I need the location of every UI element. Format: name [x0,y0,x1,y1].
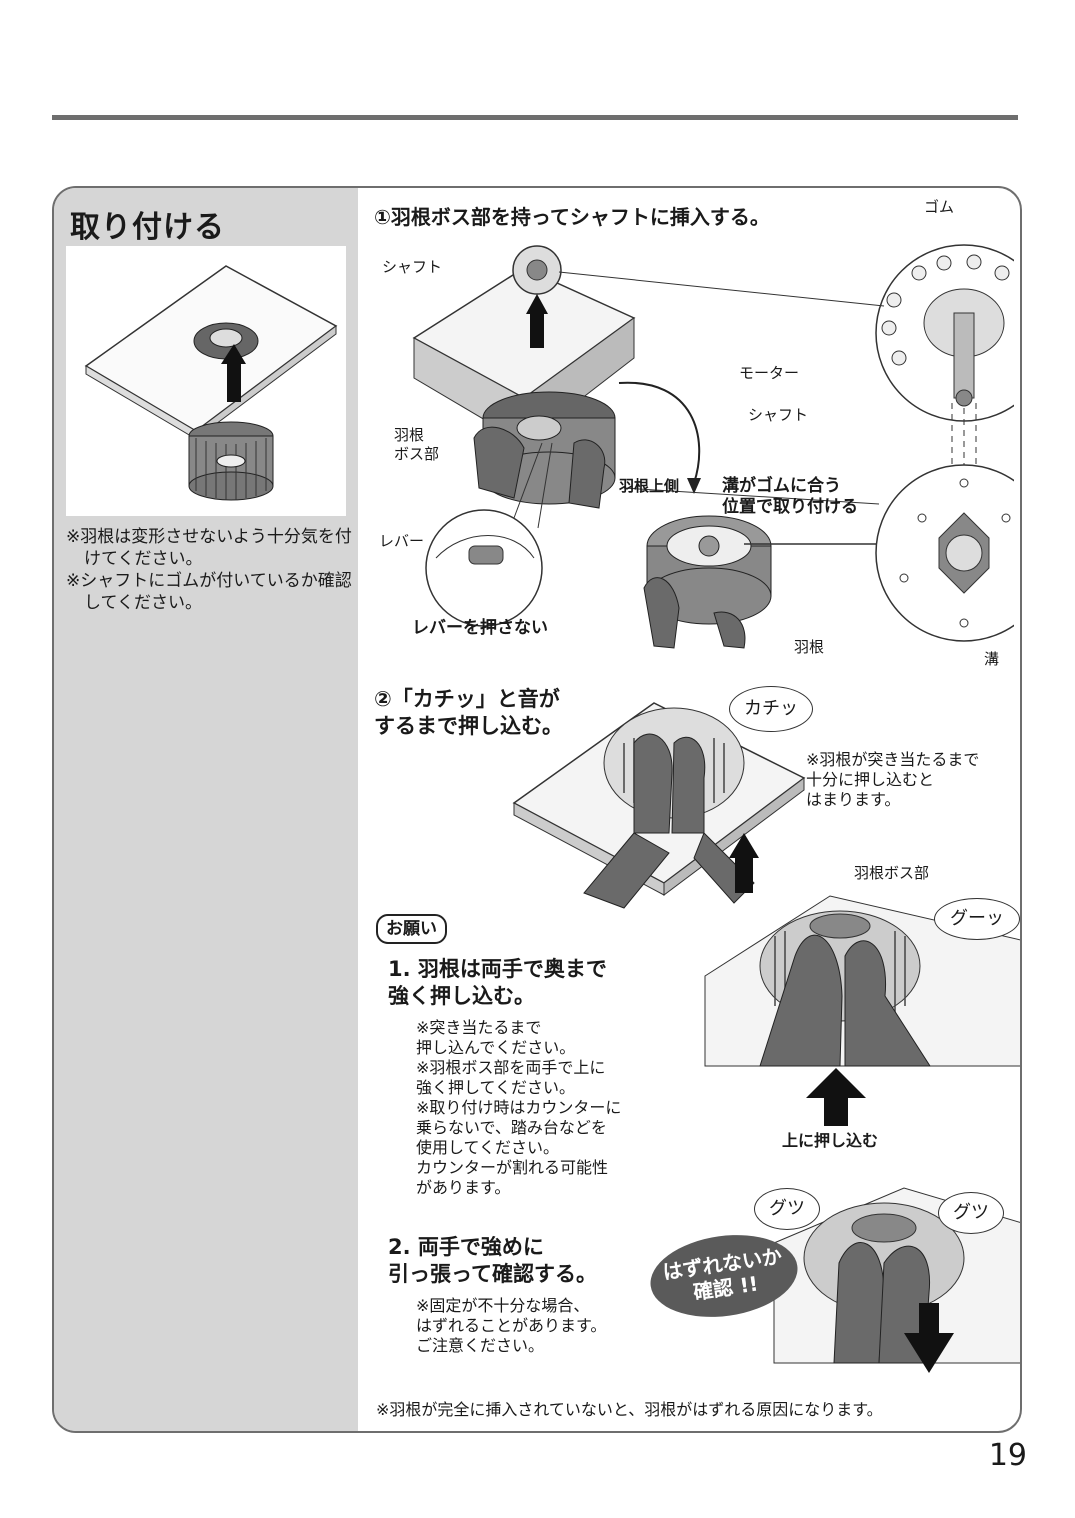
label-boss: 羽根 ボス部 [394,426,440,463]
footer-note: ※羽根が完全に挿入されていないと、羽根がはずれる原因になります。 [376,1400,883,1419]
label-shaft-right: シャフト [748,406,809,424]
section-title: 取り付ける [70,210,225,245]
label-upper-side: 羽根上側 [619,477,680,495]
request-item2-notes: ※固定が不十分な場合、 はずれることがあります。 ご注意ください。 [416,1296,607,1355]
request-item1-title: 1. 羽根は両手で奥まで 強く押し込む。 [388,957,607,1008]
page-number: 19 [988,1438,1027,1473]
sound-bubble-pull-left: グツ [754,1188,820,1230]
sound-bubble-click: カチッ [729,686,813,732]
label-rubber: ゴム [924,198,955,216]
up-arrow-icon [806,1068,866,1126]
label-groove: 溝 [984,650,1000,668]
step1-title: ①羽根ボス部を持ってシャフトに挿入する。 [374,205,770,229]
top-rule [52,115,1018,120]
overview-drawing [84,265,338,501]
left-notes: ※羽根は変形させないよう十分気を付けてください。 ※シャフトにゴムが付いているか… [66,526,356,614]
sound-bubble-push: グーッ [934,898,1020,940]
step1-illustration [412,244,1014,649]
step2-illustration [512,702,806,909]
label-lever: レバー [379,532,425,550]
step2-title: ②「カチッ」と音が するまで押し込む。 [374,687,563,738]
request-item2-title: 2. 両手で強めに 引っ張って確認する。 [388,1235,597,1286]
step2-note: ※羽根が突き当たるまで 十分に押し込むと はまります。 [806,750,980,809]
left-column: 取り付ける [54,188,358,1431]
sound-bubble-pull-right: グツ [938,1192,1004,1234]
label-push-up: 上に押し込む [782,1131,879,1150]
pull-illustration [773,1187,1020,1373]
push-illustration [704,895,1020,1067]
label-lever-warning: レバーを押さない [412,618,548,638]
label-groove-note: 溝がゴムに合う 位置で取り付ける [722,476,858,517]
label-shaft-top: シャフト [382,258,443,276]
overview-illustration [66,246,346,516]
left-note-1: ※羽根は変形させないよう十分気を付けてください。 [66,527,352,569]
label-motor: モーター [739,364,800,382]
request-badge: お願い [376,914,447,944]
left-note-2: ※シャフトにゴムが付いているか確認してください。 [66,571,352,613]
label-boss-part: 羽根ボス部 [854,864,930,882]
label-blade: 羽根 [794,638,825,656]
content-frame: 取り付ける [52,186,1022,1433]
request-item1-notes: ※突き当たるまで 押し込んでください。 ※羽根ボス部を両手で上に 強く押してくだ… [416,1018,622,1197]
